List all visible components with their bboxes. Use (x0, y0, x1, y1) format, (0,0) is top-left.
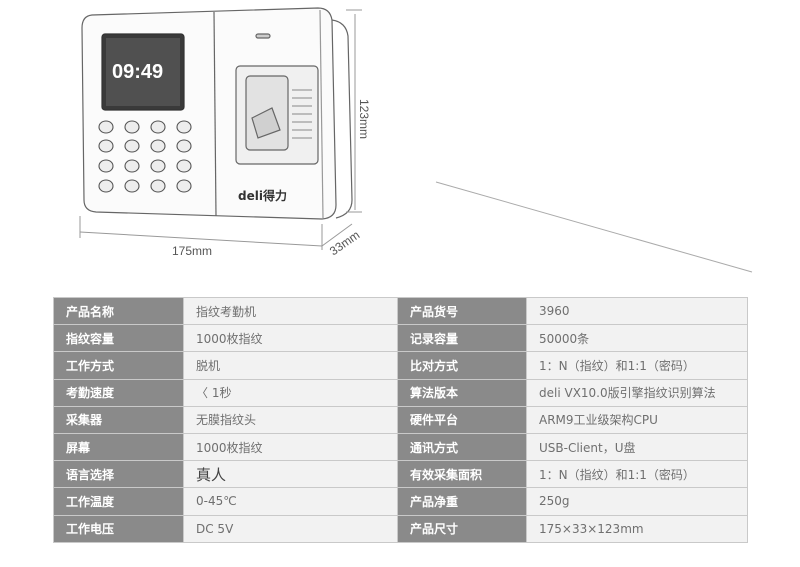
spec-label: 指纹容量 (53, 324, 184, 353)
spec-value: 1000枚指纹 (183, 324, 398, 353)
table-row: 产品名称 指纹考勤机 产品货号 3960 (53, 296, 748, 326)
spec-label: 屏幕 (53, 432, 184, 462)
spec-value: 脱机 (183, 351, 398, 380)
spec-label: 产品名称 (53, 296, 184, 326)
spec-label: 产品货号 (397, 296, 527, 326)
table-row: 语言选择 真人 有效采集面积 1：N（指纹）和1:1（密码） (53, 460, 748, 489)
table-row: 工作方式 脱机 比对方式 1：N（指纹）和1:1（密码） (53, 351, 748, 380)
spec-label: 有效采集面积 (397, 460, 527, 489)
spec-label: 比对方式 (397, 351, 527, 380)
spec-label: 工作温度 (53, 487, 184, 516)
spec-label: 考勤速度 (53, 378, 184, 407)
dimension-lines (79, 9, 753, 273)
spec-value: 指纹考勤机 (183, 296, 398, 326)
dimension-height-label: 123mm (357, 98, 372, 140)
spec-label: 通讯方式 (397, 432, 527, 462)
spec-label: 采集器 (53, 405, 184, 434)
table-row: 屏幕 1000枚指纹 通讯方式 USB-Client，U盘 (53, 432, 748, 462)
spec-value: deli VX10.0版引擎指纹识别算法 (526, 378, 748, 407)
table-row: 工作电压 DC 5V 产品尺寸 175×33×123mm (53, 514, 748, 543)
dimension-width-label: 175mm (172, 244, 213, 258)
spec-value: 1000枚指纹 (183, 432, 398, 462)
spec-value: 3960 (526, 296, 748, 326)
spec-value: 真人 (183, 460, 398, 489)
spec-value: ARM9工业级架构CPU (526, 405, 748, 434)
screen-clock: 09:49 (112, 61, 163, 83)
spec-label: 工作方式 (53, 351, 184, 380)
spec-label: 语言选择 (53, 460, 184, 489)
spec-value: 250g (526, 487, 748, 516)
spec-value: 1：N（指纹）和1:1（密码） (526, 460, 748, 489)
table-row: 工作温度 0-45℃ 产品净重 250g (53, 487, 748, 516)
spec-value: USB-Client，U盘 (526, 432, 748, 462)
keypad (98, 120, 192, 193)
table-row: 采集器 无膜指纹头 硬件平台 ARM9工业级架构CPU (53, 405, 748, 434)
table-row: 指纹容量 1000枚指纹 记录容量 50000条 (53, 324, 748, 353)
spec-value: 50000条 (526, 324, 748, 353)
spec-label: 工作电压 (53, 514, 184, 543)
brand-logo: deli得力 (238, 188, 287, 203)
spec-label: 算法版本 (397, 378, 527, 407)
spec-value: 1：N（指纹）和1:1（密码） (526, 351, 748, 380)
spec-label: 记录容量 (397, 324, 527, 353)
spec-value: 0-45℃ (183, 487, 398, 516)
spec-value: 无膜指纹头 (183, 405, 398, 434)
spec-label: 产品尺寸 (397, 514, 527, 543)
table-row: 考勤速度 〈 1秒 算法版本 deli VX10.0版引擎指纹识别算法 (53, 378, 748, 407)
spec-value: DC 5V (183, 514, 398, 543)
spec-table: 产品名称 指纹考勤机 产品货号 3960 指纹容量 1000枚指纹 记录容量 5… (53, 296, 748, 543)
product-drawing: 09:49 deli得力 (79, 7, 753, 273)
attendance-machine-illustration (81, 7, 353, 220)
spec-label: 产品净重 (397, 487, 527, 516)
spec-value: 〈 1秒 (183, 378, 398, 407)
spec-label: 硬件平台 (397, 405, 527, 434)
spec-value: 175×33×123mm (526, 514, 748, 543)
